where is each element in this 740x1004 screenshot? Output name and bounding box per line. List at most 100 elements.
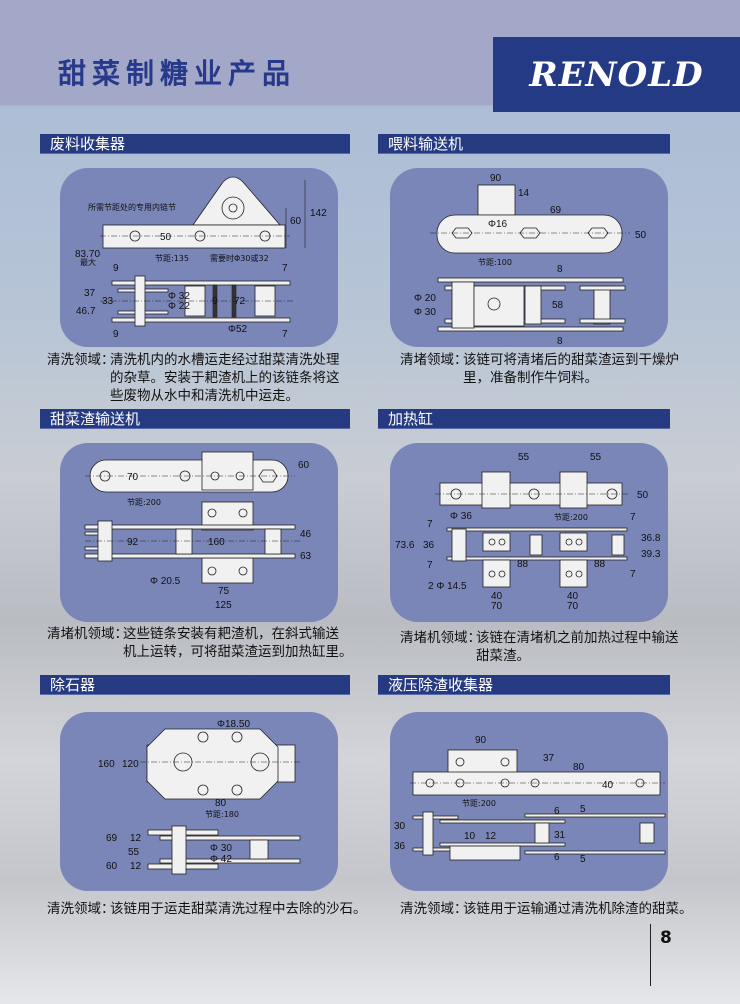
section-header-heating-tank: 加热缸 (378, 409, 670, 429)
dim-label: 8 (557, 336, 563, 347)
dim-label: 73.6 (395, 540, 415, 551)
dim-label: 5 (580, 804, 586, 815)
dim-label: 50 (637, 490, 649, 501)
caption-line: 些废物从水中和清洗机中运走。 (110, 388, 299, 404)
dim-label: 50 (160, 232, 172, 243)
dim-label: 69 (550, 205, 562, 216)
drawing-hydraulic-collector-chain: 90 37 80 40 节距:200 6 5 30 36 10 12 31 6 … (390, 712, 668, 891)
dim-label: 58 (552, 300, 564, 311)
caption-line: 甜菜渣。 (476, 648, 530, 664)
dim-label: 50 (635, 230, 647, 241)
dim-label: 60 (290, 216, 302, 227)
caption-label: 清堵领域： (400, 352, 468, 368)
dim-label: 36.8 (641, 533, 661, 544)
dim-label: 12 (130, 861, 142, 872)
dim-label: 75 (218, 586, 230, 597)
dim-label: 120 (122, 759, 139, 770)
dim-label: 7 (282, 329, 288, 340)
dim-label: 46 (300, 529, 312, 540)
dim-label: 55 (518, 452, 530, 463)
page-number: 8 (660, 928, 672, 948)
section-header-hydraulic-collector: 液压除渣收集器 (378, 675, 670, 695)
dim-label: 160 (98, 759, 115, 770)
drawing-waste-collector-chain: 所需节距处的专用内链节 50 60 142 83.70 最大 节距:135 需要… (60, 168, 338, 347)
dim-label: 92 (127, 537, 139, 548)
dim-label: Φ 20 (414, 293, 436, 304)
dim-label: 88 (517, 559, 529, 570)
caption-line: 该链用于运走甜菜清洗过程中去除的沙石。 (110, 901, 367, 917)
dim-label: 最大 (80, 257, 96, 267)
page-number-divider (650, 924, 651, 986)
dim-label: 9 (212, 296, 218, 307)
dim-label: 7 (282, 263, 288, 274)
dim-label: Φ16 (488, 219, 508, 230)
dim-label: Φ 20.5 (150, 576, 181, 587)
dim-label: 36 (423, 540, 435, 551)
section-header-waste-collector: 废料收集器 (40, 134, 350, 154)
drawing-stone-remover-chain: Φ18.50 160 120 80 节距:180 69 12 55 60 12 … (60, 712, 338, 891)
page-title: 甜菜制糖业产品 (58, 57, 297, 90)
caption-line: 该链用于运输通过清洗机除渣的甜菜。 (463, 901, 693, 917)
dim-label: 80 (573, 762, 585, 773)
caption-label: 清洗领域： (47, 901, 115, 917)
dim-label: 10 (464, 831, 476, 842)
dim-label: 60 (298, 460, 310, 471)
dim-label: 30 (394, 821, 406, 832)
dim-label: 7 (630, 512, 636, 523)
dim-label: 7 (427, 560, 433, 571)
dim-label: 160 (208, 537, 225, 548)
section-header-stone-remover: 除石器 (40, 675, 350, 695)
dim-label: Φ 22 (168, 301, 190, 312)
dim-label: 70 (491, 601, 503, 612)
caption-line: 这些链条安装有耙渣机，在斜式输送 (123, 626, 339, 642)
dim-label: 节距:200 (462, 799, 496, 808)
dim-label: 69 (106, 833, 118, 844)
dim-label: 36 (394, 841, 406, 852)
dim-label: 节距:200 (127, 498, 161, 507)
dim-label: 39.3 (641, 549, 661, 560)
dim-label: 46.7 (76, 306, 96, 317)
dim-label: 12 (485, 831, 497, 842)
dim-label: Φ 30 (210, 843, 232, 854)
dim-label: 70 (127, 472, 139, 483)
renold-logo: RENOLD (493, 37, 740, 112)
dim-label: 7 (630, 569, 636, 580)
dim-label: 31 (554, 830, 566, 841)
dim-label: 节距:180 (205, 810, 239, 819)
dim-label: 83.70 (75, 249, 100, 260)
dim-label: 2 Φ 14.5 (428, 581, 467, 592)
caption-line: 清洗机内的水槽运走经过甜菜清洗处理 (110, 352, 340, 368)
dim-label: 8 (557, 264, 563, 275)
dim-label: 7 (427, 519, 433, 530)
section-header-pulp-conveyor: 甜菜渣输送机 (40, 409, 350, 429)
drawing-pulp-conveyor-chain: 70 60 节距:200 92 160 46 63 Φ 20.5 75 125 (60, 443, 338, 622)
dim-label: 60 (106, 861, 118, 872)
dim-label: 90 (490, 173, 502, 184)
dim-label: Φ 36 (450, 511, 472, 522)
caption-label: 清堵机领域： (400, 630, 481, 646)
dim-label: 55 (590, 452, 602, 463)
dim-label: 12 (130, 833, 142, 844)
caption-label: 清洗领域： (400, 901, 468, 917)
caption-line: 机上运转，可将甜菜渣运到加热缸里。 (123, 644, 353, 660)
dim-label: Φ18.50 (217, 719, 250, 730)
dim-label: Φ 42 (210, 854, 232, 865)
dim-label: 6 (554, 806, 560, 817)
dim-label: 37 (543, 753, 555, 764)
dim-label: 节距:200 (554, 513, 588, 522)
drawing-heating-tank-chain: 55 55 50 Φ 36 节距:200 7 73.6 36 7 88 88 7… (390, 443, 668, 622)
dim-label: 5 (580, 854, 586, 865)
caption-label: 清洗领域： (47, 352, 115, 368)
dim-label: 14 (518, 188, 530, 199)
logo-text: RENOLD (529, 54, 704, 95)
drawing-feed-conveyor-chain: 90 14 69 Φ16 50 节距:100 8 Φ 20 Φ 30 58 8 (390, 168, 668, 347)
caption-line: 的杂草。安装于耙渣机上的该链条将这 (110, 370, 340, 386)
dim-label: 40 (602, 780, 614, 791)
dim-label: 88 (594, 559, 606, 570)
dim-label: 37 (84, 288, 96, 299)
dim-label: Φ52 (228, 324, 248, 335)
section-header-feed-conveyor: 喂料输送机 (378, 134, 670, 154)
caption-line: 该链在清堵机之前加热过程中输送 (476, 630, 679, 646)
dim-label: Φ 30 (414, 307, 436, 318)
dim-label: 6 (554, 852, 560, 863)
